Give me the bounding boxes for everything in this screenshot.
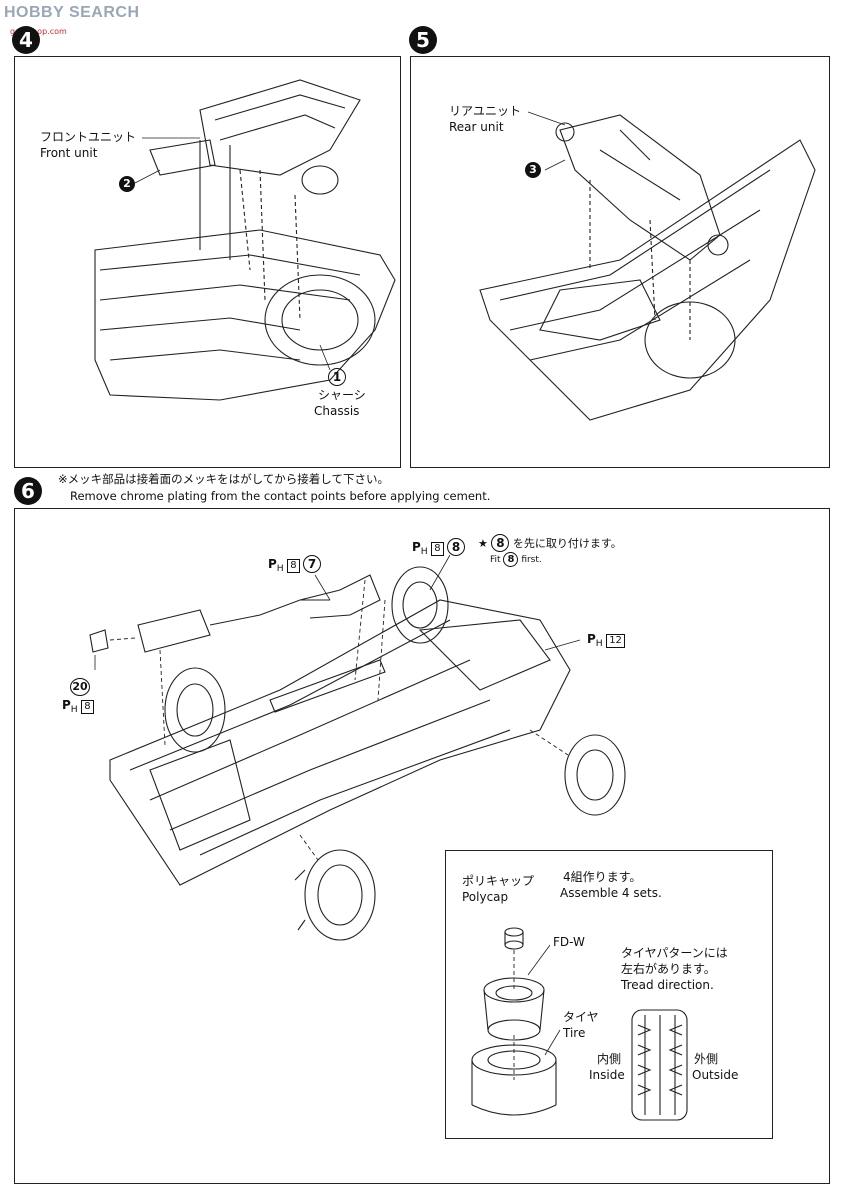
fit-first-jp: ★ 8 を先に取り付けます。	[478, 534, 622, 552]
tread-pattern-icon	[631, 1009, 688, 1121]
chrome-note-en: Remove chrome plating from the contact p…	[70, 489, 491, 503]
step5-number: 5	[409, 26, 437, 54]
rear-unit-shape	[559, 114, 721, 261]
polycap-icon	[504, 927, 524, 937]
rear-left-wheel	[164, 667, 226, 753]
ph-prefix: P	[587, 632, 596, 646]
fit-first-jp-text: を先に取り付けます。	[512, 537, 622, 550]
front-unit-shape	[199, 79, 361, 176]
full-chassis-outline	[109, 599, 571, 886]
front-right-tire	[564, 734, 626, 816]
chrome-note-jp: ※メッキ部品は接着面のメッキをはがしてから接着して下さい。	[58, 472, 389, 486]
ph-box-8: 8	[287, 559, 300, 573]
rear-right-wheel	[391, 566, 449, 644]
assemble-label-en: Assemble 4 sets.	[560, 886, 662, 900]
ph-box-8: 8	[431, 542, 444, 556]
chassis-label-jp: シャーシ	[318, 388, 366, 402]
part-callout-2: 2	[119, 176, 135, 192]
part-8-circle: 8	[447, 538, 466, 556]
assemble-label-jp: 4組作ります。	[563, 870, 642, 884]
fit-first-part-circle: 8	[491, 534, 510, 552]
watermark-text: HOBBY SEARCH	[4, 4, 140, 21]
rear-chassis-outline	[479, 139, 816, 421]
ph12-label: PH 12	[587, 632, 625, 649]
ph-box-8: 8	[81, 700, 94, 714]
chassis-number-circle: 1	[328, 368, 346, 386]
fit-first-en: Fit 8 first.	[490, 552, 542, 567]
ph-prefix: P	[62, 698, 71, 712]
tread-label-en: Tread direction.	[621, 978, 714, 992]
polycap-label-jp: ポリキャップ	[462, 874, 535, 888]
ph-prefix: P	[412, 540, 421, 554]
tire-label-en: Tire	[563, 1026, 586, 1040]
front-left-tire	[304, 849, 376, 941]
part-callout-3: 3	[525, 162, 541, 178]
wheel-assembly-inset	[445, 850, 773, 1139]
fdw-label: FD-W	[553, 935, 585, 949]
rear-unit-label-en: Rear unit	[449, 120, 504, 134]
chassis-floor-outline	[94, 229, 396, 401]
rear-unit-label-jp: リアユニット	[449, 104, 522, 118]
watermark-sub: gan-shop.com	[10, 27, 67, 36]
star-mark: ★	[478, 537, 488, 550]
wheel-arch	[264, 274, 376, 366]
chassis-label-en: Chassis	[314, 404, 360, 418]
ph-sub: H	[70, 704, 78, 716]
watermark-logo: HOBBY SEARCH	[4, 4, 140, 22]
part-7-circle: 7	[303, 555, 322, 573]
ph8-8-label: PH 8 8	[412, 538, 466, 558]
part-20-circle: 20	[70, 678, 90, 696]
front-unit-label-en: Front unit	[40, 146, 98, 160]
ph-sub: H	[420, 546, 428, 558]
fit-first-en-circle: 8	[503, 552, 519, 567]
ph-sub: H	[276, 563, 284, 575]
ph-sub: H	[595, 638, 603, 650]
polycap-label-en: Polycap	[462, 890, 509, 904]
ph-box-12: 12	[606, 634, 625, 648]
outside-label-en: Outside	[692, 1068, 739, 1082]
outside-label-jp: 外側	[694, 1052, 719, 1066]
chassis-number: 1	[328, 368, 346, 386]
inside-label-en: Inside	[589, 1068, 625, 1082]
tailpipe-tip	[89, 629, 109, 653]
front-unit-label-jp: フロントユニット	[40, 130, 137, 144]
ph8-7-label: PH 8 7	[268, 555, 322, 575]
fit-first-en-suffix: first.	[521, 555, 542, 565]
muffler-shape	[137, 609, 211, 653]
ph-prefix: P	[268, 557, 277, 571]
ph8-20-label: PH 8	[62, 698, 94, 715]
tire-label-jp: タイヤ	[563, 1010, 599, 1024]
part-20-label: 20	[70, 678, 90, 696]
fit-first-en-prefix: Fit	[490, 555, 501, 565]
tread-label-jp2: 左右があります。	[621, 962, 716, 976]
inside-label-jp: 内側	[597, 1052, 622, 1066]
step6-number: 6	[14, 477, 42, 505]
tread-label-jp1: タイヤパターンには	[621, 946, 728, 960]
step5-panel	[410, 56, 830, 468]
step4-number: 4	[12, 26, 40, 54]
center-pipe	[269, 659, 386, 713]
